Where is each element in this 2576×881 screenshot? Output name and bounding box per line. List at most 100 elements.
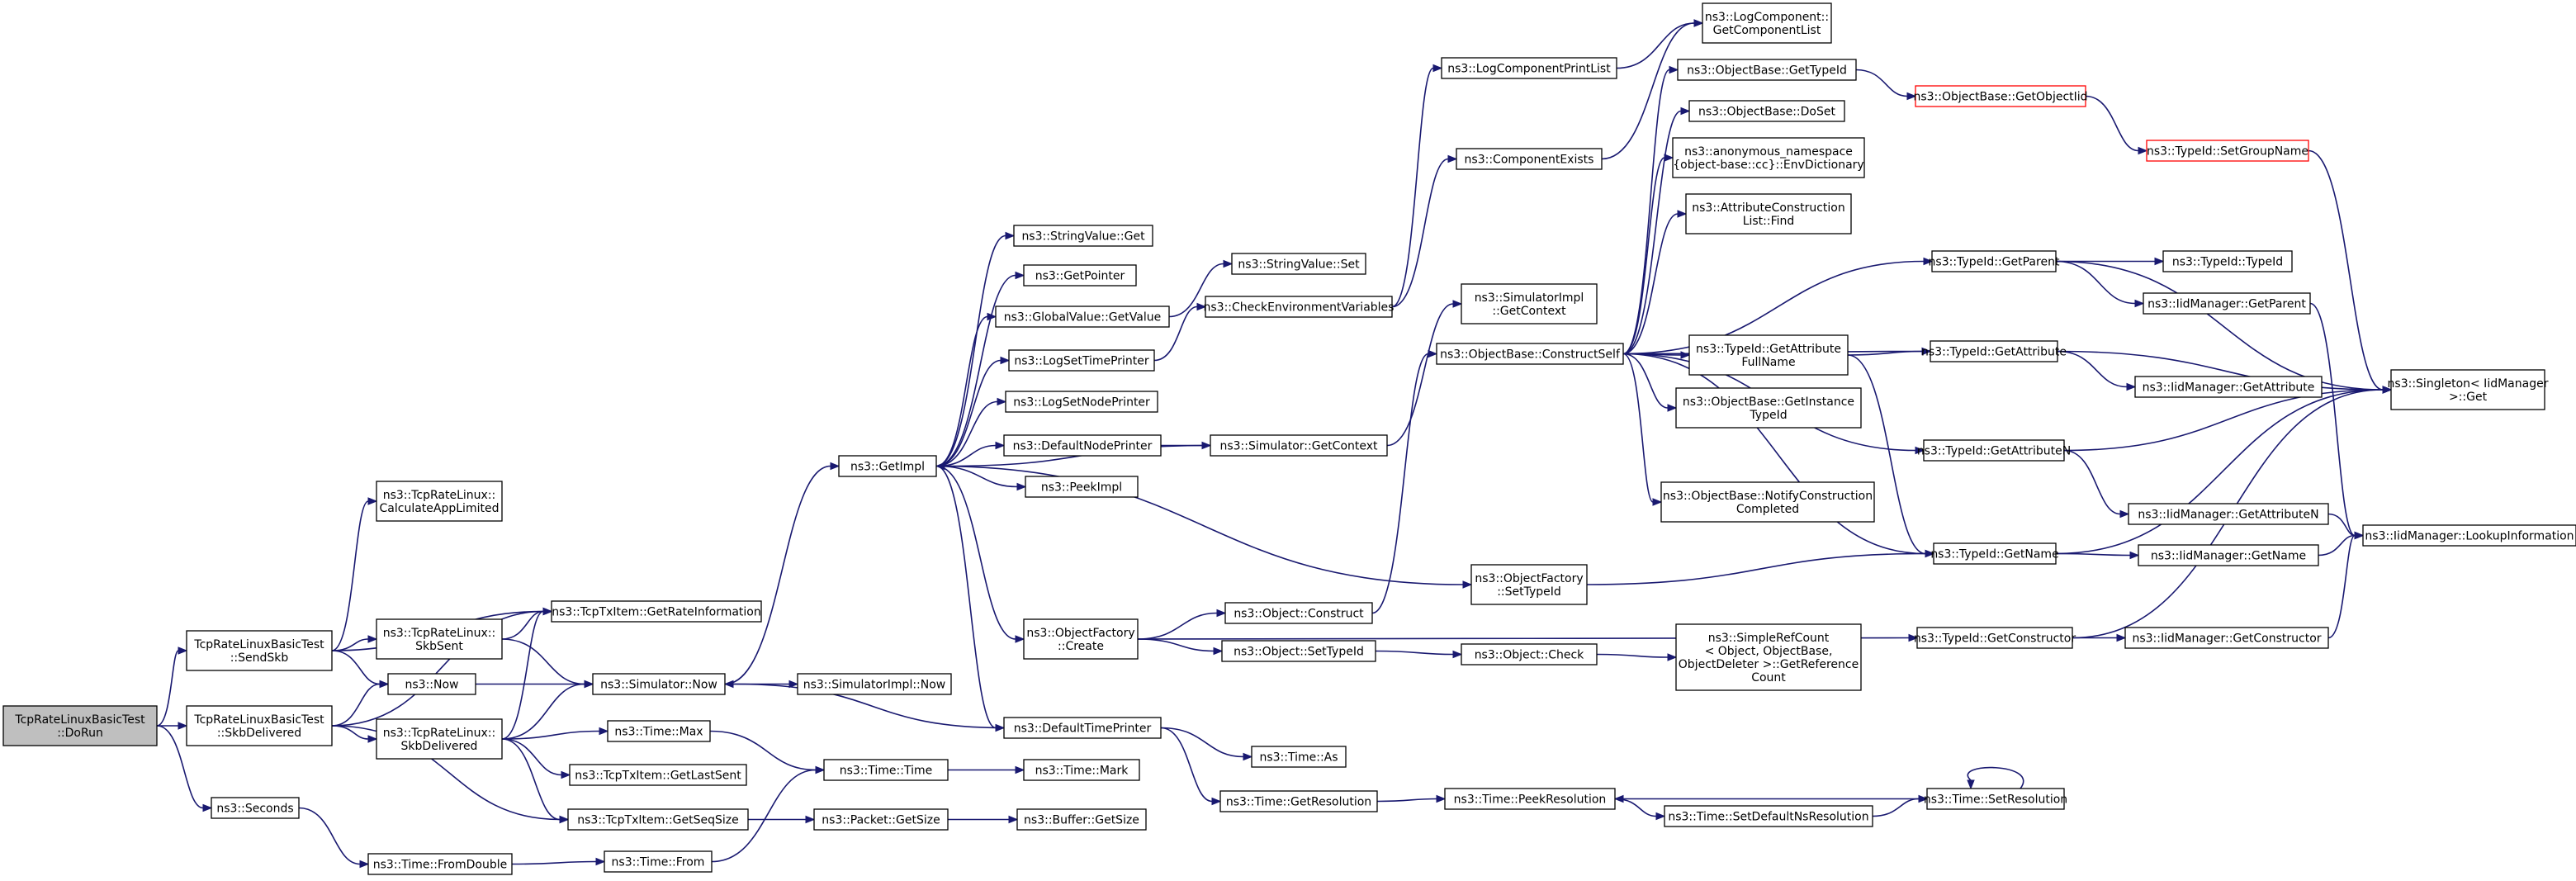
node-label: ns3::Time::GetResolution: [1226, 796, 1371, 809]
node-now[interactable]: ns3::Now: [387, 673, 476, 695]
node-tidgetattr[interactable]: ns3::TypeId::GetAttribute: [1921, 340, 2067, 362]
node-objcheck[interactable]: ns3::Object::Check: [1461, 643, 1598, 665]
node-tidtid[interactable]: ns3::TypeId::TypeId: [2162, 250, 2293, 272]
node-label: Count: [1751, 671, 1786, 684]
node-tidgetctor[interactable]: ns3::TypeId::GetConstructor: [1914, 627, 2076, 649]
node-iidgetattr[interactable]: ns3::IidManager::GetAttribute: [2134, 376, 2323, 398]
node-label: ns3::Now: [405, 679, 459, 692]
node-tidgetname[interactable]: ns3::TypeId::GetName: [1930, 542, 2059, 565]
node-envdict[interactable]: ns3::anonymous_namespace{object-base::cc…: [1672, 137, 1865, 178]
node-timesetres[interactable]: ns3::Time::SetResolution: [1924, 788, 2067, 810]
edge-line: [2055, 260, 2136, 305]
edge-arrowhead: [561, 770, 571, 779]
node-singleton[interactable]: ns3::Singleton< IidManager>::Get: [2388, 369, 2549, 410]
node-calcapp[interactable]: ns3::TcpRateLinux::CalculateAppLimited: [376, 481, 503, 522]
node-timepeekres[interactable]: ns3::Time::PeekResolution: [1444, 788, 1616, 810]
node-simimplnow[interactable]: ns3::SimulatorImpl::Now: [797, 673, 952, 695]
edge-getimpl-to-logsettime: [935, 356, 1011, 467]
node-iidgetattrn[interactable]: ns3::IidManager::GetAttributeN: [2128, 503, 2329, 525]
node-obnotify[interactable]: ns3::ObjectBase::NotifyConstructionCompl…: [1660, 481, 1875, 523]
node-trlskbdel[interactable]: ns3::TcpRateLinux::SkbDelivered: [376, 718, 503, 760]
edge-arrowhead: [359, 860, 370, 869]
node-objconstruct[interactable]: ns3::Object::Construct: [1224, 602, 1373, 624]
node-tidsetgroup[interactable]: ns3::TypeId::SetGroupName: [2146, 140, 2309, 162]
edge-constructself-to-aclfind: [1622, 210, 1688, 355]
node-getrateinfo[interactable]: ns3::TcpTxItem::GetRateInformation: [551, 600, 762, 623]
node-iidgetname[interactable]: ns3::IidManager::GetName: [2138, 544, 2319, 566]
node-timefrom[interactable]: ns3::Time::From: [604, 850, 713, 873]
node-box: [1675, 387, 1862, 429]
node-logcompget[interactable]: ns3::LogComponent::GetComponentList: [1702, 2, 1832, 44]
node-constructself[interactable]: ns3::ObjectBase::ConstructSelf: [1436, 343, 1624, 365]
node-simnow[interactable]: ns3::Simulator::Now: [592, 673, 726, 695]
edge-ofsettypeid-to-tidgetname: [1586, 549, 1935, 585]
node-run[interactable]: TcpRateLinuxBasicTest::DoRun: [2, 705, 158, 746]
node-objsettypeid[interactable]: ns3::Object::SetTypeId: [1221, 640, 1376, 662]
node-checkenv[interactable]: ns3::CheckEnvironmentVariables: [1204, 296, 1395, 318]
node-gvgetvalue[interactable]: ns3::GlobalValue::GetValue: [995, 306, 1170, 328]
node-peekimpl[interactable]: ns3::PeekImpl: [1025, 476, 1139, 498]
node-getseqsize[interactable]: ns3::TcpTxItem::GetSeqSize: [567, 808, 749, 831]
node-label: ns3::IidManager::GetAttributeN: [2138, 509, 2318, 522]
node-label: ns3::TypeId::GetConstructor: [1914, 632, 2076, 646]
node-getpointer[interactable]: ns3::GetPointer: [1023, 264, 1137, 287]
node-logcompprint[interactable]: ns3::LogComponentPrintList: [1441, 57, 1617, 79]
node-seconds[interactable]: ns3::Seconds: [211, 797, 300, 819]
node-tidgetattrn[interactable]: ns3::TypeId::GetAttributeN: [1917, 439, 2071, 462]
node-deftimeprinter[interactable]: ns3::DefaultTimePrinter: [1003, 717, 1162, 739]
node-skbdel[interactable]: TcpRateLinuxBasicTest::SkbDelivered: [186, 705, 333, 746]
node-iidgetctor[interactable]: ns3::IidManager::GetConstructor: [2124, 627, 2329, 649]
node-label: ns3::IidManager::GetParent: [2147, 298, 2306, 311]
node-iidgetparent[interactable]: ns3::IidManager::GetParent: [2143, 292, 2311, 315]
node-getimpl[interactable]: ns3::GetImpl: [838, 455, 937, 477]
node-box: [2134, 376, 2323, 398]
edge-line: [1371, 353, 1429, 614]
node-trlskbsent[interactable]: ns3::TcpRateLinux::SkbSent: [376, 618, 503, 660]
node-strget[interactable]: ns3::StringValue::Get: [1013, 225, 1153, 247]
edge-arrowhead: [1223, 259, 1234, 268]
node-label: ns3::CheckEnvironmentVariables: [1204, 301, 1395, 315]
node-obgetobjtid[interactable]: ns3::ObjectBase::GetObjectIid: [1913, 85, 2088, 107]
node-label: TcpRateLinuxBasicTest: [14, 713, 145, 727]
node-compexists[interactable]: ns3::ComponentExists: [1456, 148, 1603, 170]
node-obgettypeid[interactable]: ns3::ObjectBase::GetTypeId: [1677, 59, 1857, 81]
node-tidgetparent[interactable]: ns3::TypeId::GetParent: [1929, 250, 2060, 272]
node-srcget[interactable]: ns3::SimpleRefCount< Object, ObjectBase,…: [1675, 623, 1862, 691]
node-getlastsent[interactable]: ns3::TcpTxItem::GetLastSent: [569, 764, 747, 786]
edge-arrowhead: [1432, 64, 1443, 73]
node-timemark[interactable]: ns3::Time::Mark: [1023, 759, 1140, 781]
node-label: ns3::TypeId::GetName: [1930, 548, 2058, 561]
node-logsettime[interactable]: ns3::LogSetTimePrinter: [1008, 349, 1155, 372]
node-box: [592, 673, 726, 695]
node-logsetnode[interactable]: ns3::LogSetNodePrinter: [1005, 391, 1158, 413]
node-ofsettypeid[interactable]: ns3::ObjectFactory::SetTypeId: [1470, 564, 1588, 605]
edge-trlskbdel-to-getlastsent: [501, 738, 571, 779]
node-ofcreate[interactable]: ns3::ObjectFactory::Create: [1023, 618, 1139, 660]
node-bufgetsize[interactable]: ns3::Buffer::GetSize: [1016, 808, 1147, 831]
edge-arrowhead: [584, 680, 594, 689]
node-timetime[interactable]: ns3::Time::Time: [823, 759, 949, 781]
edge-arrowhead: [595, 857, 606, 866]
node-timemax[interactable]: ns3::Time::Max: [607, 720, 711, 742]
node-box: [1923, 439, 2065, 462]
node-timeas[interactable]: ns3::Time::As: [1251, 746, 1347, 768]
edge-skbdel-to-trlskbdel: [331, 725, 378, 743]
node-timegetres[interactable]: ns3::Time::GetResolution: [1219, 790, 1378, 812]
node-label: ns3::Time::FromDouble: [373, 859, 508, 872]
node-label: ns3::IidManager::GetAttribute: [2143, 381, 2315, 395]
node-sendskb[interactable]: TcpRateLinuxBasicTest::SendSkb: [186, 630, 333, 671]
node-simgetctx[interactable]: ns3::Simulator::GetContext: [1210, 434, 1388, 457]
edge-arrowhead: [788, 680, 799, 689]
node-fromdouble[interactable]: ns3::Time::FromDouble: [367, 853, 513, 875]
node-strset[interactable]: ns3::StringValue::Set: [1231, 253, 1366, 275]
node-lookupinfo[interactable]: ns3::IidManager::LookupInformation: [2362, 524, 2576, 547]
node-simimplgetctx[interactable]: ns3::SimulatorImpl::GetContext: [1461, 283, 1598, 324]
node-defnodeprinter[interactable]: ns3::DefaultNodePrinter: [1003, 434, 1162, 457]
edge-logsettime-to-checkenv: [1153, 302, 1207, 362]
node-obdoset[interactable]: ns3::ObjectBase::DoSet: [1688, 100, 1845, 122]
node-setdefres[interactable]: ns3::Time::SetDefaultNsResolution: [1664, 805, 1873, 827]
node-pktgetsize[interactable]: ns3::Packet::GetSize: [813, 808, 949, 831]
